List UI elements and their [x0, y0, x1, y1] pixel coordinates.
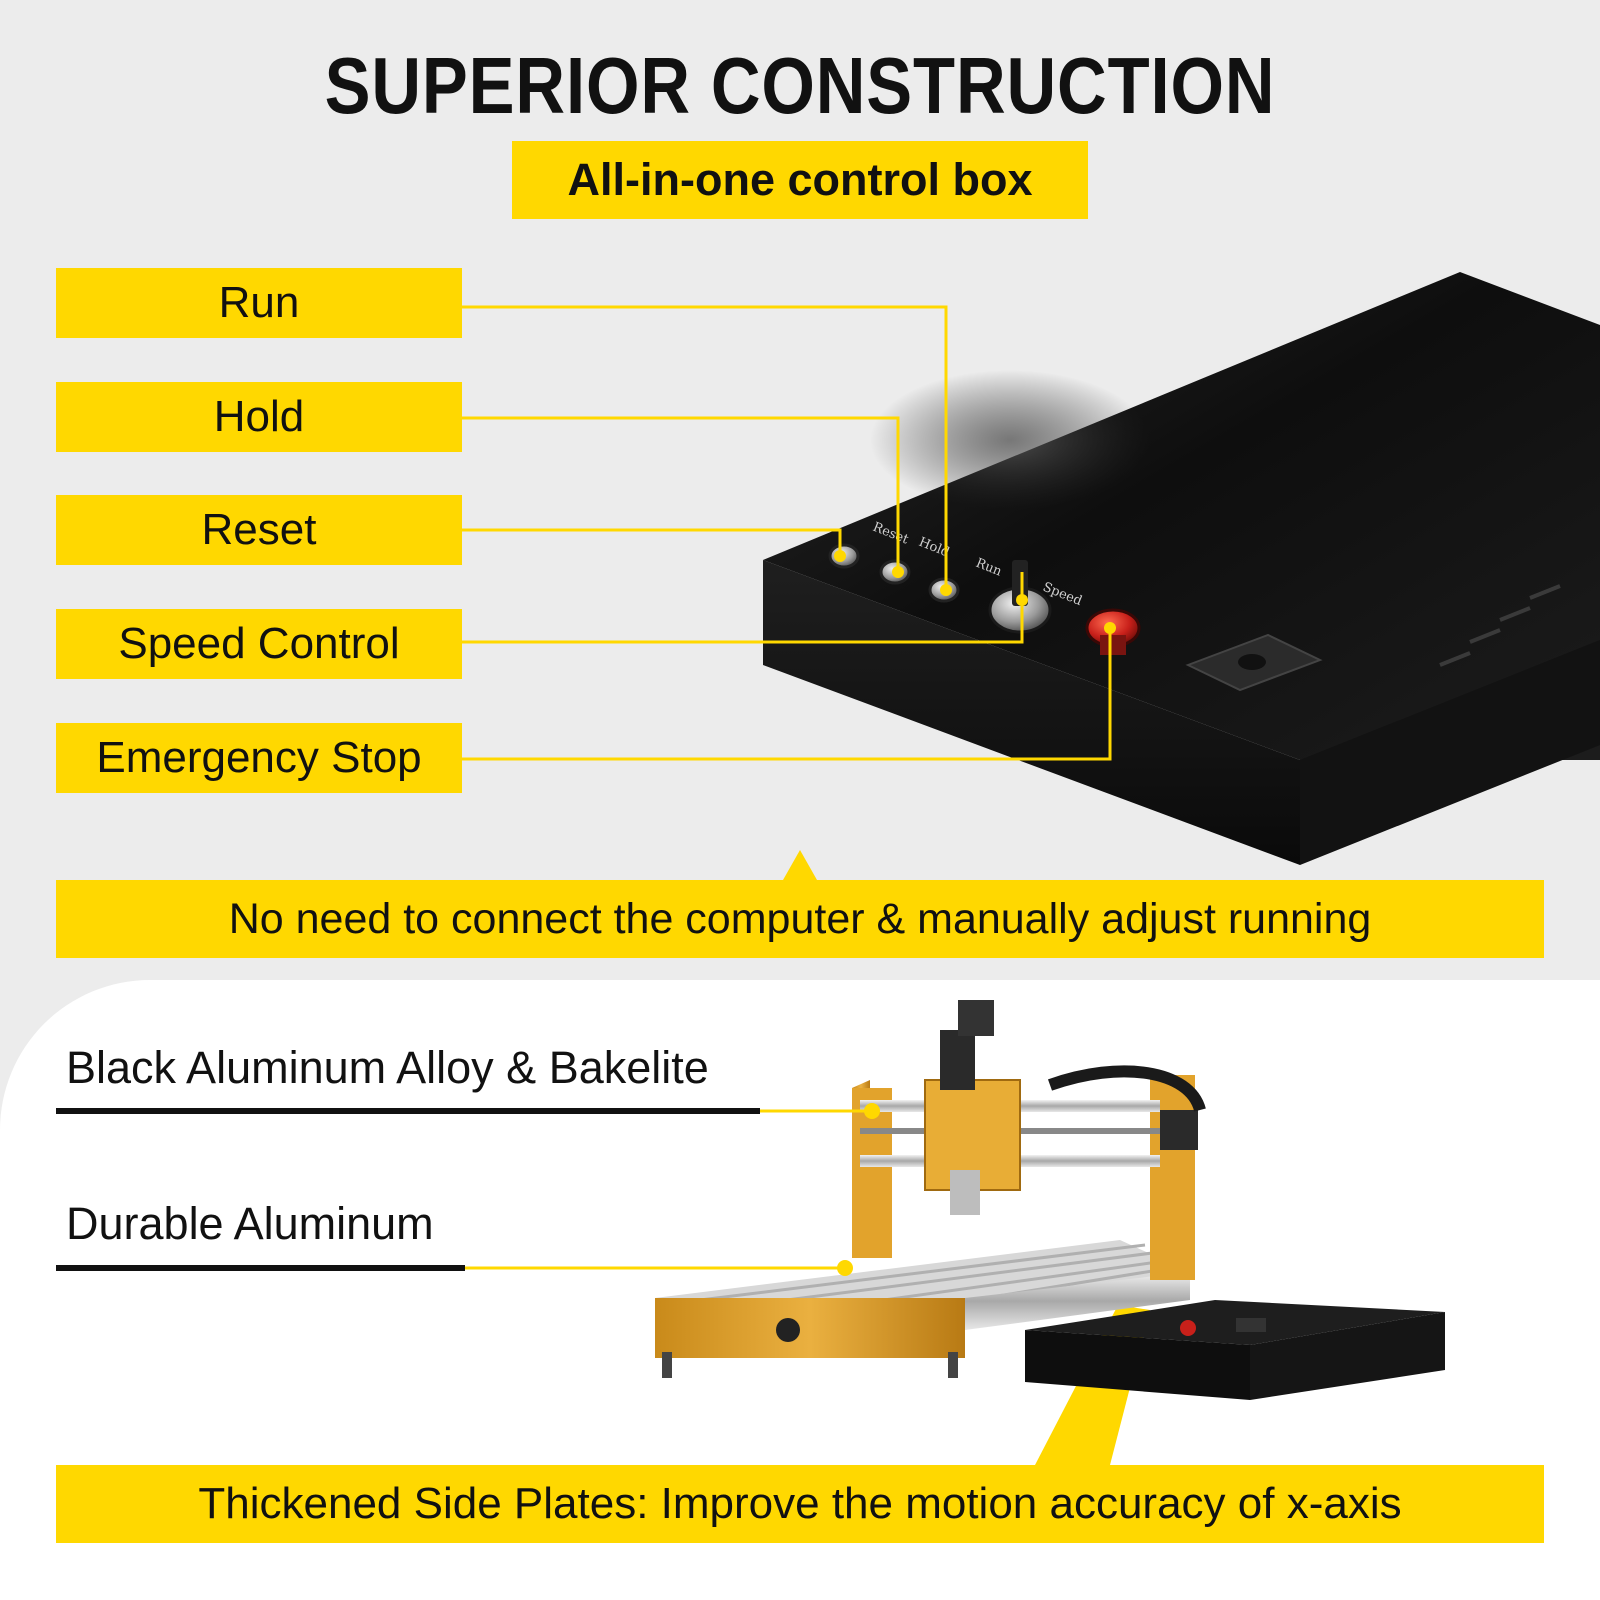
control-box-side	[1300, 640, 1600, 865]
front-plate	[655, 1298, 965, 1358]
foot-left	[662, 1352, 672, 1378]
control-box-front	[763, 560, 1300, 865]
callout-reset: Reset	[56, 495, 462, 565]
dot-alloy	[864, 1103, 880, 1119]
dot-aluminum	[837, 1260, 853, 1276]
front-knob	[776, 1318, 800, 1342]
leader-estop	[462, 628, 1112, 761]
mini-control-box-front	[1025, 1330, 1250, 1400]
banner-pointer	[783, 850, 817, 880]
foot-right	[948, 1352, 958, 1378]
leader-reset	[462, 528, 842, 556]
material-leader-lines	[465, 1109, 872, 1270]
info-banner: No need to connect the computer & manual…	[56, 880, 1544, 958]
material-label-aluminum: Durable Aluminum	[66, 1198, 434, 1249]
material-underline-aluminum	[56, 1265, 465, 1271]
fan-center	[1238, 654, 1266, 670]
spindle-motor	[940, 1030, 975, 1090]
callout-hold: Hold	[56, 382, 462, 452]
page-title: SUPERIOR CONSTRUCTION	[324, 41, 1276, 130]
mini-estop	[1180, 1320, 1196, 1336]
subtitle-banner: All-in-one control box	[512, 141, 1088, 219]
cable-chain	[1047, 1065, 1206, 1112]
z-stepper-motor	[958, 1000, 994, 1036]
spindle-chuck	[950, 1170, 980, 1215]
leader-hold	[462, 416, 900, 572]
x-stepper-motor	[1160, 1110, 1198, 1150]
bottom-banner: Thickened Side Plates: Improve the motio…	[56, 1465, 1544, 1543]
leader-dots	[834, 550, 1116, 634]
top-glare	[870, 370, 1150, 510]
base-rails	[965, 1272, 1190, 1330]
control-box-top	[763, 272, 1600, 760]
leader-run	[462, 305, 948, 590]
material-label-alloy: Black Aluminum Alloy & Bakelite	[66, 1042, 709, 1093]
callout-emergency-stop: Emergency Stop	[56, 723, 462, 793]
mini-fan	[1236, 1318, 1266, 1332]
mini-control-box-side	[1250, 1312, 1445, 1400]
control-box-illustration: Reset Hold Run Speed	[462, 272, 1600, 880]
mini-control-box-top	[1025, 1300, 1445, 1345]
callout-speed-control: Speed Control	[56, 609, 462, 679]
side-vents	[1439, 584, 1561, 667]
callout-run: Run	[56, 268, 462, 338]
emergency-stop-base	[1100, 635, 1126, 655]
material-underline-alloy	[56, 1108, 760, 1114]
